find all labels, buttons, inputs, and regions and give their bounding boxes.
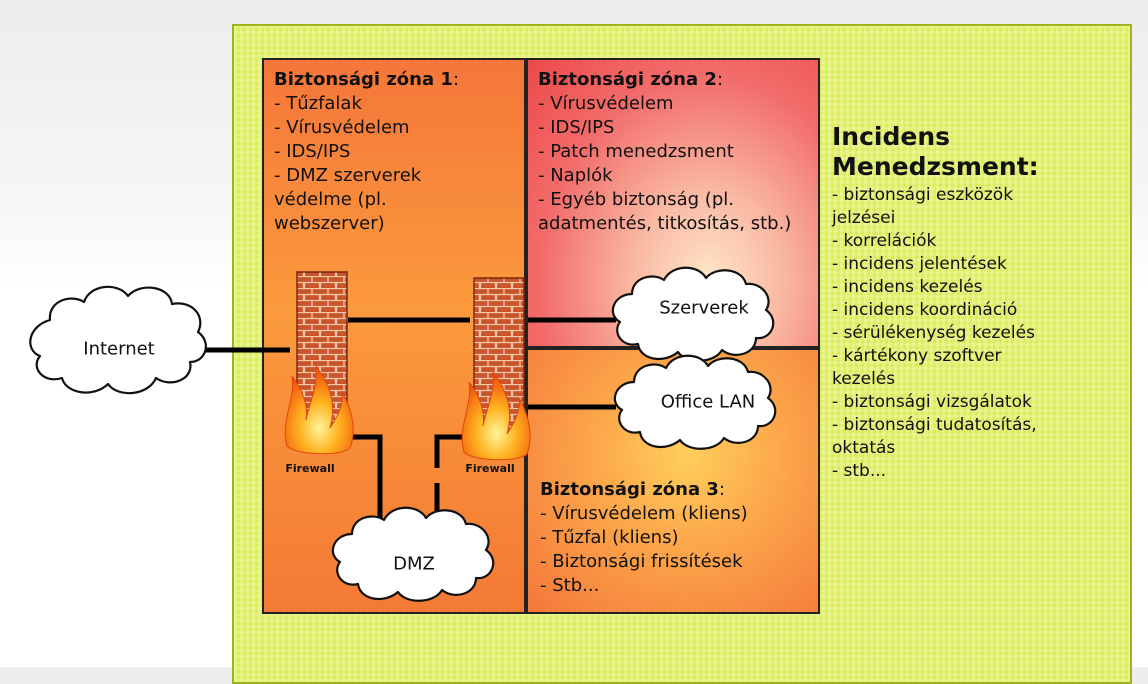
list-item: - biztonsági eszközök jelzései (832, 185, 1014, 228)
network-diagram (29, 266, 777, 602)
list-item: - biztonsági tudatosítás, oktatás (832, 415, 1037, 458)
cloud-internet-icon (29, 285, 207, 395)
link-dmz-dashed-top (434, 434, 468, 468)
list-item: - incidens koordináció (832, 300, 1018, 320)
list-item: - Vírusvédelem (kliens) (540, 503, 748, 524)
list-item: - Biztonsági frissítések (540, 551, 743, 572)
firewall-left-icon (284, 271, 354, 455)
cloud-servers-label: Szerverek (659, 297, 749, 319)
firewall-left-label: Firewall (285, 462, 335, 475)
incident-management-title: Incidens Menedzsment: (832, 122, 1039, 181)
list-item: - Stb... (540, 575, 600, 596)
list-item: - Tűzfal (kliens) (540, 527, 679, 548)
cloud-internet-label: Internet (83, 338, 155, 360)
list-item: - incidens kezelés (832, 277, 983, 297)
list-item: - biztonsági vizsgálatok (832, 392, 1032, 412)
cloud-servers-icon (611, 266, 775, 362)
list-item: - stb... (832, 461, 887, 481)
list-item: - sérülékenység kezelés (832, 323, 1035, 343)
cloud-dmz-icon (331, 506, 495, 602)
list-item: - IDS/IPS (274, 141, 351, 162)
firewall-right-label: Firewall (465, 462, 515, 475)
list-item: - DMZ szerverek védelme (pl. webszerver) (274, 165, 422, 234)
incident-management-list: - biztonsági eszközök jelzései - korrelá… (832, 184, 1132, 483)
list-item: - Tűzfalak (274, 93, 362, 114)
cloud-office-lan-label: Office LAN (660, 391, 756, 413)
list-item: - Patch menedzsment (538, 141, 734, 162)
cloud-dmz-label: DMZ (393, 553, 435, 575)
security-zone-2: Biztonsági zóna 2: - Vírusvédelem - IDS/… (526, 58, 820, 348)
zone-3-list: - Vírusvédelem (kliens) - Tűzfal (kliens… (540, 502, 748, 598)
cloud-office-lan-icon (613, 354, 777, 450)
zone-3-title: Biztonsági zóna 3: (540, 479, 726, 500)
list-item: - korrelációk (832, 231, 937, 251)
list-item: - Vírusvédelem (538, 93, 674, 114)
zone-2-title: Biztonsági zóna 2: (538, 69, 724, 90)
zone-2-list: - Vírusvédelem - IDS/IPS - Patch menedzs… (538, 92, 808, 236)
zone-1-list: - Tűzfalak - Vírusvédelem - IDS/IPS - DM… (274, 92, 514, 236)
list-item: - Egyéb biztonság (pl. adatmentés, titko… (538, 189, 792, 234)
list-item: - Naplók (538, 165, 613, 186)
list-item: - kártékony szoftver kezelés (832, 346, 1002, 389)
link-firewall-dmz (350, 434, 383, 532)
zone-1-title: Biztonsági zóna 1: (274, 69, 460, 90)
list-item: - IDS/IPS (538, 117, 615, 138)
incident-management: Incidens Menedzsment: - biztonsági eszkö… (832, 122, 1132, 483)
firewall-right-icon (461, 277, 531, 461)
list-item: - Vírusvédelem (274, 117, 410, 138)
list-item: - incidens jelentések (832, 254, 1007, 274)
